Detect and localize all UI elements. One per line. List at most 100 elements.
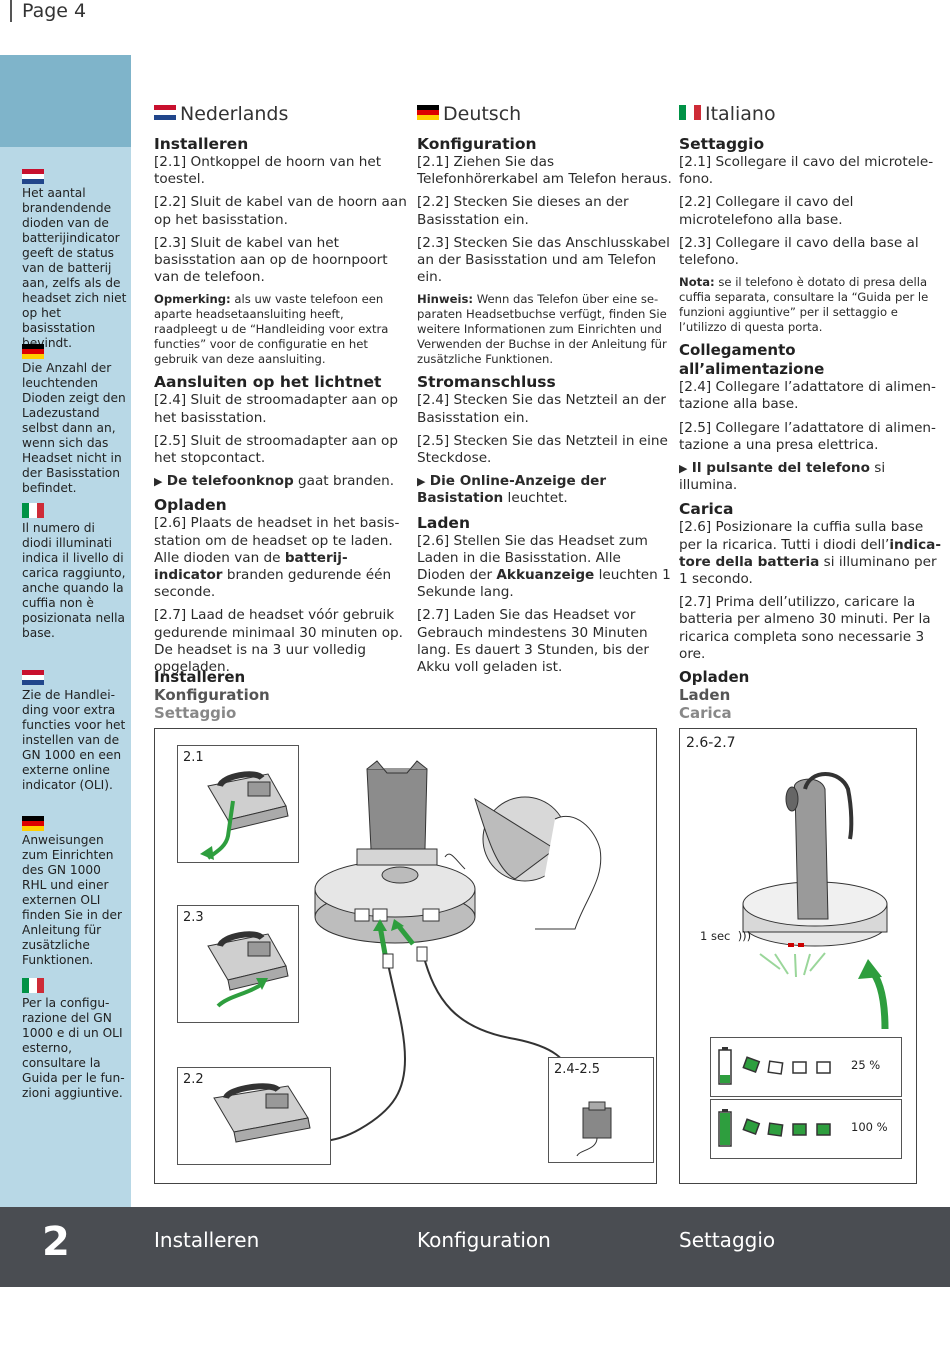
note: Hinweis: Wenn das Telefon über eine se­p…: [417, 292, 667, 367]
step-2-1: [2.1] Ontkoppel de hoorn van het toestel…: [154, 154, 382, 188]
footer-label-de: Konfiguration: [417, 1228, 551, 1252]
step-2-2: [2.2] Sluit de kabel van de hoorn aan op…: [154, 194, 407, 228]
sidebar-header-band: [0, 55, 131, 147]
step-2-6: [2.6] Posizionare la cuffia sulla base p…: [679, 519, 941, 588]
result-line: ▶ Die Online-Anzeige der Basista­tion le…: [417, 473, 607, 507]
installation-illustration: 2.1 2.3 2.2 2.4-2.5: [154, 728, 657, 1184]
triangle-right-icon: ▶: [154, 475, 163, 489]
sidebar-note-battery-nl: Het aantal branden­dende dioden van de b…: [22, 186, 127, 350]
charging-illustration: 2.6-2.7 1 sec ))) 25 % 100 %: [679, 728, 917, 1184]
german-flag-icon: [22, 344, 44, 359]
caption-nl: Opladen: [679, 668, 750, 686]
footer-label-nl: Installeren: [154, 1228, 260, 1252]
column-nl: Installeren [2.1] Ontkoppel de hoorn van…: [154, 135, 409, 682]
section-heading-install: Konfiguration: [417, 135, 537, 153]
caption-de: Laden: [679, 686, 731, 704]
battery-led: [767, 1060, 784, 1075]
page-label: Page 4: [10, 0, 86, 22]
section-heading-power: Collegamento all’alimentazione: [679, 341, 825, 379]
step-2-6-2-7-label: 2.6-2.7: [686, 735, 736, 751]
step-2-4: [2.4] Sluit de stroomadapter aan op het …: [154, 392, 398, 426]
step-2-4-2-5-inset: 2.4-2.5: [548, 1057, 654, 1163]
section-heading-charge: Laden: [417, 513, 470, 532]
battery-cap: [722, 1047, 728, 1050]
column-de: Konfiguration [2.1] Ziehen Sie das Telef…: [417, 135, 672, 682]
dutch-flag-icon: [22, 670, 44, 685]
step-2-5: [2.5] Stecken Sie das Netzteil in eine S…: [417, 432, 668, 467]
battery-led: [767, 1122, 784, 1137]
battery-25-panel: 25 %: [710, 1037, 902, 1097]
step-2-2-inset: 2.2: [177, 1067, 331, 1165]
section-heading-power: Stromanschluss: [417, 373, 556, 392]
step-2-5: [2.5] Sluit de stroomadapter aan op het …: [154, 432, 398, 467]
step-2-7: [2.7] Laden Sie das Headset vor Gebrauch…: [417, 607, 649, 676]
step-2-3-inset: 2.3: [177, 905, 299, 1023]
step-2-2: [2.2] Stecken Sie dieses an der Basis­st…: [417, 194, 629, 228]
battery-led: [816, 1123, 831, 1136]
german-flag-icon: [417, 105, 439, 120]
result-line: ▶ De telefoonknop gaat branden.: [154, 473, 395, 490]
step-2-7: [2.7] Laad de headset vóór gebruik gedur…: [154, 607, 403, 676]
triangle-right-icon: ▶: [679, 462, 688, 476]
column-header-nl: Nederlands: [154, 103, 288, 125]
italian-flag-icon: [679, 105, 701, 120]
caption-it: Carica: [679, 704, 732, 722]
telephone-icon: [213, 1083, 311, 1143]
triangle-right-icon: ▶: [417, 475, 426, 489]
section-heading-power: Aansluiten op het lichtnet: [154, 373, 382, 392]
note: Opmerking: als uw vaste telefoon een apa…: [154, 292, 389, 367]
step-2-7: [2.7] Prima dell’utilizzo, caricare la b…: [679, 594, 931, 662]
sidebar-note-oli-nl: Zie de Handlei­ding voor extra functies …: [22, 688, 126, 792]
german-flag-icon: [22, 816, 44, 831]
column-it: Settaggio [2.1] Scollegare il cavo del m…: [679, 135, 941, 669]
figure-caption-install: Installeren Konfiguration Settaggio: [154, 668, 270, 722]
step-2-4: [2.4] Collegare l’adattatore di alimen­t…: [679, 379, 936, 413]
base-station-drawing: [284, 760, 602, 1142]
step-2-2-label: 2.2: [183, 1072, 204, 1087]
battery-100-panel: 100 %: [710, 1099, 902, 1159]
battery-100-label: 100 %: [851, 1120, 888, 1134]
battery-fill: [720, 1075, 730, 1083]
battery-led: [742, 1056, 761, 1073]
telephone-icon: [200, 771, 289, 860]
step-2-4: [2.4] Stecken Sie das Netzteil an der Ba…: [417, 392, 666, 426]
step-2-3: [2.3] Stecken Sie das Anschlusskabel an …: [417, 234, 670, 286]
headset-on-base-drawing: [742, 772, 889, 1030]
power-adapter-icon: [576, 1101, 612, 1157]
battery-led: [816, 1061, 831, 1074]
section-heading-install: Installeren: [154, 135, 249, 153]
section-heading-install: Settaggio: [679, 135, 765, 153]
step-2-3: [2.3] Sluit de kabel van het basisstatio…: [154, 234, 388, 286]
battery-fill: [720, 1113, 730, 1145]
step-2-6: [2.6] Plaats de headset in het basis­sta…: [154, 515, 400, 601]
battery-indicator-25: [718, 1047, 831, 1085]
column-header-de: Deutsch: [417, 103, 521, 125]
footer-label-it: Settaggio: [679, 1228, 776, 1252]
step-2-1: [2.1] Ziehen Sie das Telefonhörerkabel a…: [417, 154, 672, 188]
section-heading-charge: Carica: [679, 500, 734, 519]
result-line: ▶ Il pulsante del telefono si illumina.: [679, 460, 886, 494]
step-2-1-inset: 2.1: [177, 745, 299, 863]
italian-flag-icon: [22, 503, 44, 518]
language-label: Italiano: [705, 103, 776, 125]
chapter-number: 2: [42, 1219, 70, 1265]
sidebar-note-oli-it: Per la configu­razione del GN 1000 e di …: [22, 996, 125, 1100]
step-2-3: [2.3] Collegare il cavo della base al te…: [679, 234, 919, 269]
sidebar-note-oli-de: Anweisungen zum Einrichten des GN 1000 R…: [22, 833, 122, 967]
battery-led: [742, 1118, 761, 1135]
caption-de: Konfiguration: [154, 686, 270, 704]
battery-cap: [722, 1109, 728, 1112]
italian-flag-icon: [22, 978, 44, 993]
dutch-flag-icon: [22, 169, 44, 184]
battery-led: [792, 1123, 807, 1136]
column-header-it: Italiano: [679, 103, 776, 125]
caption-nl: Installeren: [154, 668, 246, 686]
language-label: Nederlands: [180, 103, 289, 125]
footer-bar: [0, 1207, 950, 1287]
sidebar: [0, 55, 131, 1207]
section-heading-charge: Opladen: [154, 496, 227, 515]
step-2-5: [2.5] Collegare l’adattatore di alimen­t…: [679, 419, 936, 453]
one-second-label: 1 sec ))): [700, 929, 752, 943]
caption-it: Settaggio: [154, 704, 237, 722]
step-2-4-2-5-label: 2.4-2.5: [554, 1062, 601, 1077]
